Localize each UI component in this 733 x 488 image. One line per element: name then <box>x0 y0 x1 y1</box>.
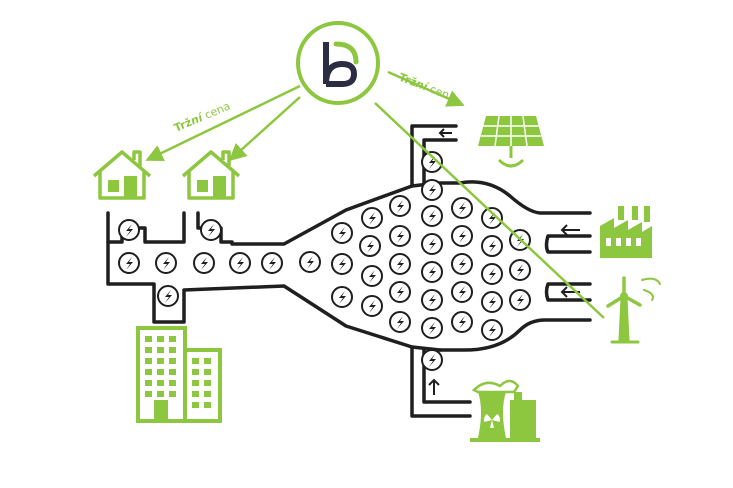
house-icon <box>181 150 241 200</box>
energy-tokens <box>118 151 531 371</box>
nuclear-plant-icon <box>470 379 540 442</box>
lightning-token-icon <box>451 253 473 275</box>
lightning-token-icon <box>361 295 383 317</box>
wind-turbine-icon <box>606 276 661 344</box>
lightning-token-icon <box>359 235 381 257</box>
lightning-token-icon <box>421 151 443 173</box>
lightning-token-icon <box>331 286 353 308</box>
lightning-token-icon <box>421 317 443 339</box>
solar-panel-icon <box>478 115 544 168</box>
lightning-token-icon <box>421 349 443 371</box>
hub-logo-icon <box>296 21 380 105</box>
lightning-token-icon <box>389 253 411 275</box>
lightning-token-icon <box>421 233 443 255</box>
lightning-token-icon <box>421 261 443 283</box>
lightning-token-icon <box>200 219 222 241</box>
lightning-token-icon <box>481 291 503 313</box>
lightning-token-icon <box>118 219 140 241</box>
lightning-token-icon <box>361 207 383 229</box>
lightning-token-icon <box>118 252 140 274</box>
lightning-token-icon <box>451 281 473 303</box>
price-label-right: Tržní cena <box>397 71 457 105</box>
lightning-token-icon <box>481 263 503 285</box>
lightning-token-icon <box>299 251 321 273</box>
lightning-token-icon <box>389 311 411 333</box>
lightning-token-icon <box>509 289 531 311</box>
lightning-token-icon <box>155 252 177 274</box>
lightning-token-icon <box>389 281 411 303</box>
lightning-token-icon <box>389 225 411 247</box>
lightning-token-icon <box>451 311 473 333</box>
factory-icon <box>600 206 652 258</box>
house-icon <box>92 150 152 200</box>
lightning-token-icon <box>451 197 473 219</box>
lightning-token-icon <box>361 265 383 287</box>
lightning-token-icon <box>451 225 473 247</box>
lightning-token-icon <box>193 252 215 274</box>
flow-arrows <box>428 128 580 395</box>
apartment-building-icon <box>136 326 222 423</box>
lightning-token-icon <box>509 259 531 281</box>
lightning-token-icon <box>421 205 443 227</box>
price-arrows <box>145 70 605 319</box>
lightning-token-icon <box>331 222 353 244</box>
lightning-token-icon <box>229 252 251 274</box>
lightning-token-icon <box>421 289 443 311</box>
lightning-token-icon <box>261 252 283 274</box>
lightning-token-icon <box>389 195 411 217</box>
lightning-token-icon <box>157 285 179 307</box>
lightning-token-icon <box>481 319 503 341</box>
lightning-token-icon <box>481 235 503 257</box>
price-label-left: Tržní cena <box>172 99 232 134</box>
lightning-token-icon <box>421 179 443 201</box>
lightning-token-icon <box>331 253 353 275</box>
lightning-token-icon <box>481 207 503 229</box>
